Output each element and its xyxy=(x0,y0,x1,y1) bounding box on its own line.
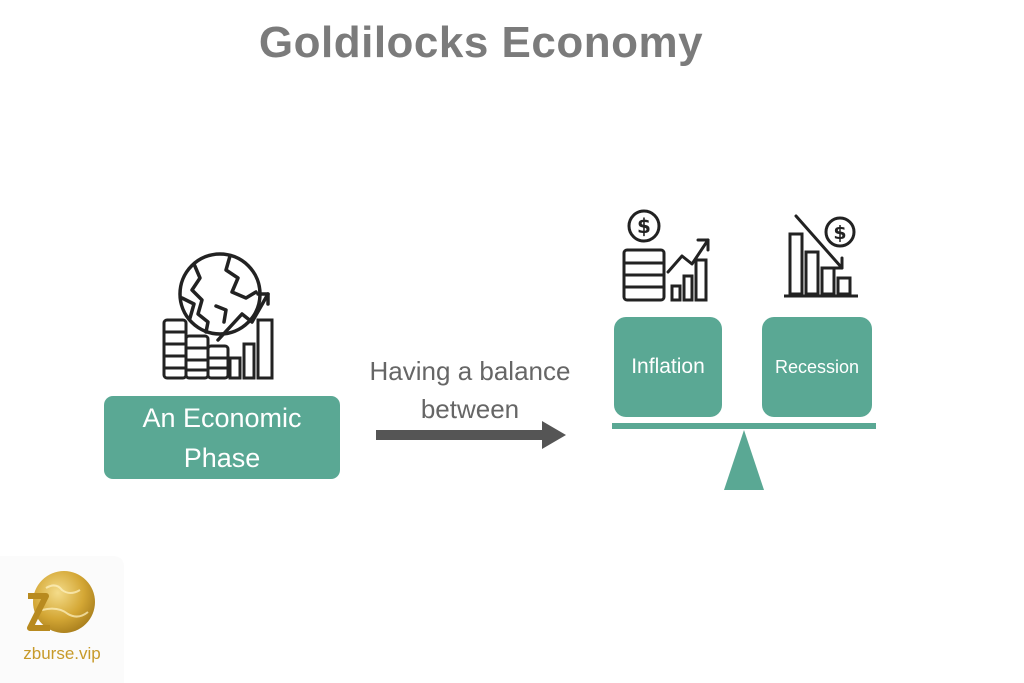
economic-phase-box: An Economic Phase xyxy=(104,396,340,479)
balance-scale-seesaw xyxy=(612,423,876,490)
watermark-logo: zburse.vip xyxy=(0,556,124,683)
svg-text:$: $ xyxy=(833,222,846,244)
balance-caption-line2: between xyxy=(420,394,520,424)
gold-globe-logo-icon xyxy=(27,571,95,633)
balance-caption-line1: Having a balance xyxy=(369,356,571,386)
watermark-brand: zburse.vip xyxy=(23,644,101,663)
inflation-label: Inflation xyxy=(631,355,705,378)
page-title: Goldilocks Economy xyxy=(258,18,704,67)
economic-phase-label-line1: An Economic xyxy=(142,402,302,433)
globe-coins-growth-chart-icon xyxy=(162,252,274,380)
right-arrow-icon xyxy=(376,421,566,449)
economic-phase-label-line2: Phase xyxy=(183,442,261,473)
recession-box: Recession xyxy=(762,317,872,417)
dollar-coins-rising-chart-icon: $ xyxy=(622,209,710,302)
recession-label: Recession xyxy=(774,356,860,377)
dollar-falling-chart-icon: $ xyxy=(784,214,858,298)
svg-text:$: $ xyxy=(637,214,651,238)
balance-caption: Having a balance between xyxy=(365,352,575,428)
inflation-box: Inflation xyxy=(614,317,722,417)
